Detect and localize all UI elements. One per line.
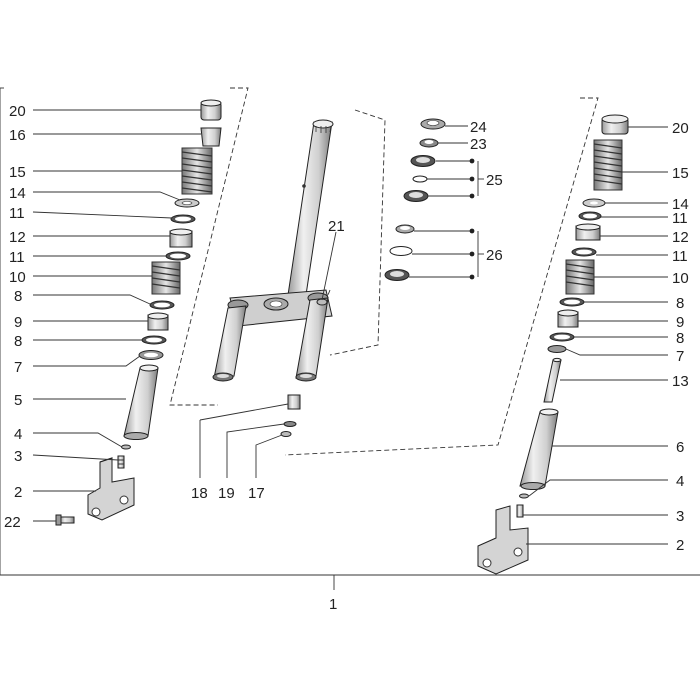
label-left: 5 [14, 392, 22, 409]
label-center: 19 [218, 485, 235, 502]
label-right: 11 [672, 248, 688, 265]
label-left: 15 [9, 164, 26, 181]
label-left: 9 [14, 314, 22, 331]
label-right: 8 [676, 295, 684, 312]
label-center: 18 [191, 485, 208, 502]
steering-bearings [384, 118, 446, 281]
label-right: 15 [672, 165, 689, 182]
label-right: 9 [676, 314, 684, 331]
label-left: 12 [9, 229, 26, 246]
label-left: 8 [14, 288, 22, 305]
label-center: 21 [328, 218, 345, 235]
label-left: 20 [9, 103, 26, 120]
label-left: 8 [14, 333, 22, 350]
label-right: 20 [672, 120, 689, 137]
label-left: 11 [9, 249, 25, 266]
label-left: 7 [14, 359, 22, 376]
part-labels: 20 16 15 14 11 12 11 10 8 9 8 7 5 4 3 2 … [4, 103, 689, 613]
label-right: 13 [672, 373, 689, 390]
label-left: 10 [9, 269, 26, 286]
label-left: 3 [14, 448, 22, 465]
left-fork-leg [55, 99, 222, 526]
leader-lines [32, 109, 668, 545]
label-right: 8 [676, 330, 684, 347]
label-left: 2 [14, 484, 22, 501]
label-center: 17 [248, 485, 265, 502]
connector-dots [469, 158, 475, 280]
label-right: 10 [672, 270, 689, 287]
label-right: 7 [676, 348, 684, 365]
label-right: 6 [676, 439, 684, 456]
left-spring-upper [181, 147, 213, 195]
label-right: 12 [672, 229, 689, 246]
label-left: 11 [9, 205, 25, 222]
label-bearing: 25 [486, 172, 503, 189]
label-bearing: 23 [470, 136, 487, 153]
label-left: 16 [9, 127, 26, 144]
label-left: 22 [4, 514, 21, 531]
label-bearing: 26 [486, 247, 503, 264]
label-right: 14 [672, 196, 689, 213]
label-left: 4 [14, 426, 22, 443]
label-left: 14 [9, 185, 26, 202]
dashed-guides [169, 87, 599, 456]
right-fork-leg [477, 114, 629, 575]
label-bearing: 24 [470, 119, 487, 136]
fork-crown-and-tubes [212, 119, 334, 437]
label-assembly: 1 [329, 596, 337, 613]
label-right: 4 [676, 473, 684, 490]
label-right: 2 [676, 537, 684, 554]
label-right: 3 [676, 508, 684, 525]
label-right: 11 [672, 210, 688, 227]
assembly-frame [0, 87, 700, 590]
